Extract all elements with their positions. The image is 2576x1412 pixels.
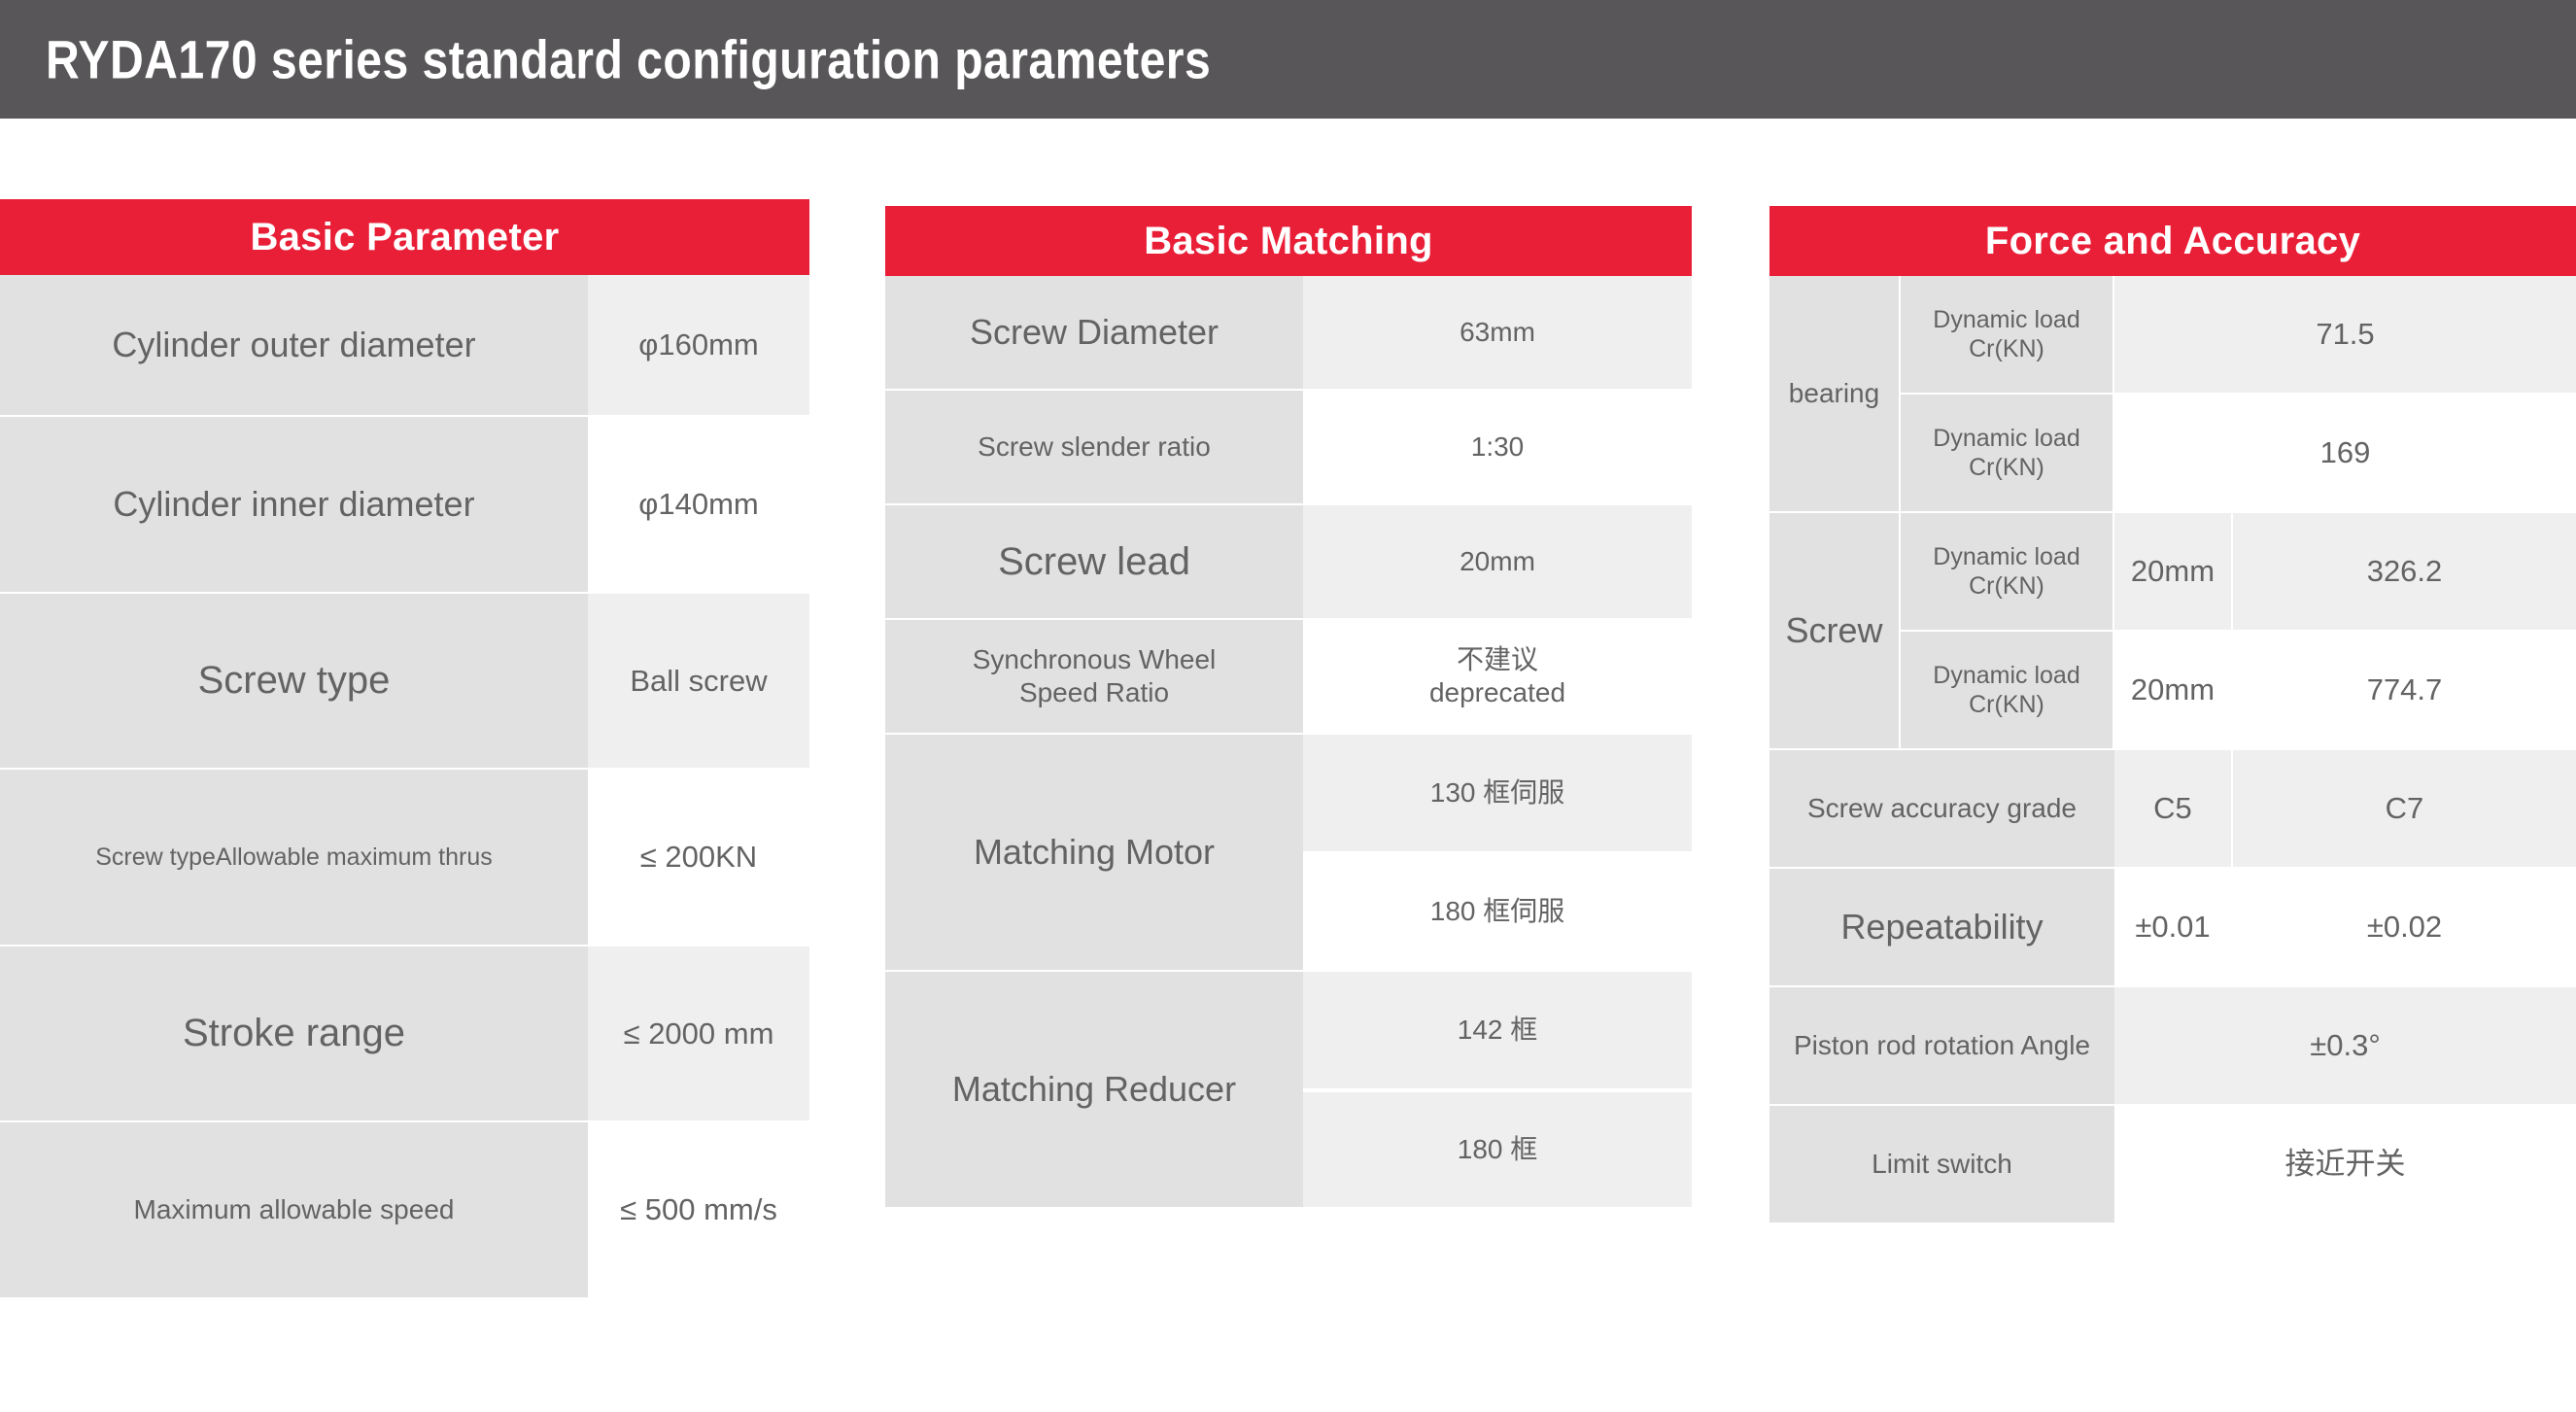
row-label: Screw slender ratio [885,391,1303,505]
row-value: 接近开关 [2114,1106,2576,1224]
row-label: Synchronous Wheel Speed Ratio [885,620,1303,735]
group-label-screw: Screw [1769,513,1901,750]
panel-header-force-and-accuracy: Force and Accuracy [1769,206,2576,276]
row-value: φ140mm [588,417,809,594]
row-label: Piston rod rotation Angle [1769,987,2114,1106]
row-group-bearing: bearing Dynamic load Cr(KN) 71.5 Dynamic… [1769,276,2576,513]
row-value: 180 框伺服 [1303,853,1692,972]
row-value: φ160mm [588,275,809,417]
row-sublabel: Dynamic load Cr(KN) [1901,513,2114,632]
row-value-2: ±0.02 [2231,869,2576,987]
row-label: Screw Diameter [885,276,1303,391]
panel-force-and-accuracy: Force and Accuracy bearing Dynamic load … [1769,206,2576,1224]
table-row: Dynamic load Cr(KN) 20mm 774.7 [1901,632,2576,750]
row-value: 142 框 [1303,972,1692,1090]
row-value: 1:30 [1303,391,1692,505]
row-label: Screw lead [885,505,1303,620]
row-group-screw: Screw Dynamic load Cr(KN) 20mm 326.2 Dyn… [1769,513,2576,750]
row-label: Matching Reducer [885,972,1303,1209]
row-label: Limit switch [1769,1106,2114,1224]
panel-header-basic-matching: Basic Matching [885,206,1692,276]
page-title-bar: RYDA170 series standard configuration pa… [0,0,2576,119]
table-row: Stroke range ≤ 2000 mm [0,947,809,1122]
table-row: Repeatability ±0.01 ±0.02 [1769,869,2576,987]
table-row: Screw Diameter 63mm [885,276,1692,391]
row-label: Cylinder inner diameter [0,417,588,594]
row-value: 169 [2114,395,2576,513]
panel-body-basic-matching: Screw Diameter 63mm Screw slender ratio … [885,276,1692,1209]
table-row: Dynamic load Cr(KN) 169 [1901,395,2576,513]
table-row: Maximum allowable speed ≤ 500 mm/s [0,1122,809,1299]
row-value: ≤ 2000 mm [588,947,809,1122]
row-label: Stroke range [0,947,588,1122]
row-label: Cylinder outer diameter [0,275,588,417]
row-value: 130 框伺服 [1303,735,1692,853]
row-value: ±0.3° [2114,987,2576,1106]
group-label-bearing: bearing [1769,276,1901,513]
row-value: 20mm [1303,505,1692,620]
row-label: Matching Motor [885,735,1303,972]
table-row: Piston rod rotation Angle ±0.3° [1769,987,2576,1106]
row-value: 71.5 [2114,276,2576,395]
row-value-1: 20mm [2114,632,2231,750]
row-value-2: C7 [2231,750,2576,869]
panel-basic-matching: Basic Matching Screw Diameter 63mm Screw… [885,206,1692,1209]
row-value-1: C5 [2114,750,2231,869]
row-value-1: 20mm [2114,513,2231,632]
table-row: Screw accuracy grade C5 C7 [1769,750,2576,869]
row-value: ≤ 200KN [588,770,809,947]
table-row: Dynamic load Cr(KN) 20mm 326.2 [1901,513,2576,632]
table-row: Screw type Ball screw [0,594,809,770]
row-value-1: ±0.01 [2114,869,2231,987]
panel-header-basic-parameter: Basic Parameter [0,199,809,275]
panel-basic-parameter: Basic Parameter Cylinder outer diameter … [0,199,809,1299]
row-sublabel: Dynamic load Cr(KN) [1901,395,2114,513]
table-row: Synchronous Wheel Speed Ratio 不建议 deprec… [885,620,1692,735]
row-value-2: 326.2 [2231,513,2576,632]
row-value: 不建议 deprecated [1303,620,1692,735]
row-label: Screw type [0,594,588,770]
row-value: Ball screw [588,594,809,770]
row-label: Repeatability [1769,869,2114,987]
row-label: Maximum allowable speed [0,1122,588,1299]
page-title: RYDA170 series standard configuration pa… [46,28,1212,90]
table-row: Screw lead 20mm [885,505,1692,620]
row-value-2: 774.7 [2231,632,2576,750]
row-label: Screw typeAllowable maximum thrus [0,770,588,947]
row-label: Screw accuracy grade [1769,750,2114,869]
panel-body-force-and-accuracy: bearing Dynamic load Cr(KN) 71.5 Dynamic… [1769,276,2576,1224]
row-value: 180 框 [1303,1090,1692,1209]
panel-body-basic-parameter: Cylinder outer diameter φ160mm Cylinder … [0,275,809,1299]
table-row: Screw slender ratio 1:30 [885,391,1692,505]
table-row-group: Matching Reducer 142 框 180 框 [885,972,1692,1209]
row-value: ≤ 500 mm/s [588,1122,809,1299]
row-sublabel: Dynamic load Cr(KN) [1901,276,2114,395]
table-row-group: Matching Motor 130 框伺服 180 框伺服 [885,735,1692,972]
table-row: Screw typeAllowable maximum thrus ≤ 200K… [0,770,809,947]
table-row: Cylinder outer diameter φ160mm [0,275,809,417]
table-row: Limit switch 接近开关 [1769,1106,2576,1224]
row-value: 63mm [1303,276,1692,391]
row-sublabel: Dynamic load Cr(KN) [1901,632,2114,750]
table-row: Cylinder inner diameter φ140mm [0,417,809,594]
table-row: Dynamic load Cr(KN) 71.5 [1901,276,2576,395]
